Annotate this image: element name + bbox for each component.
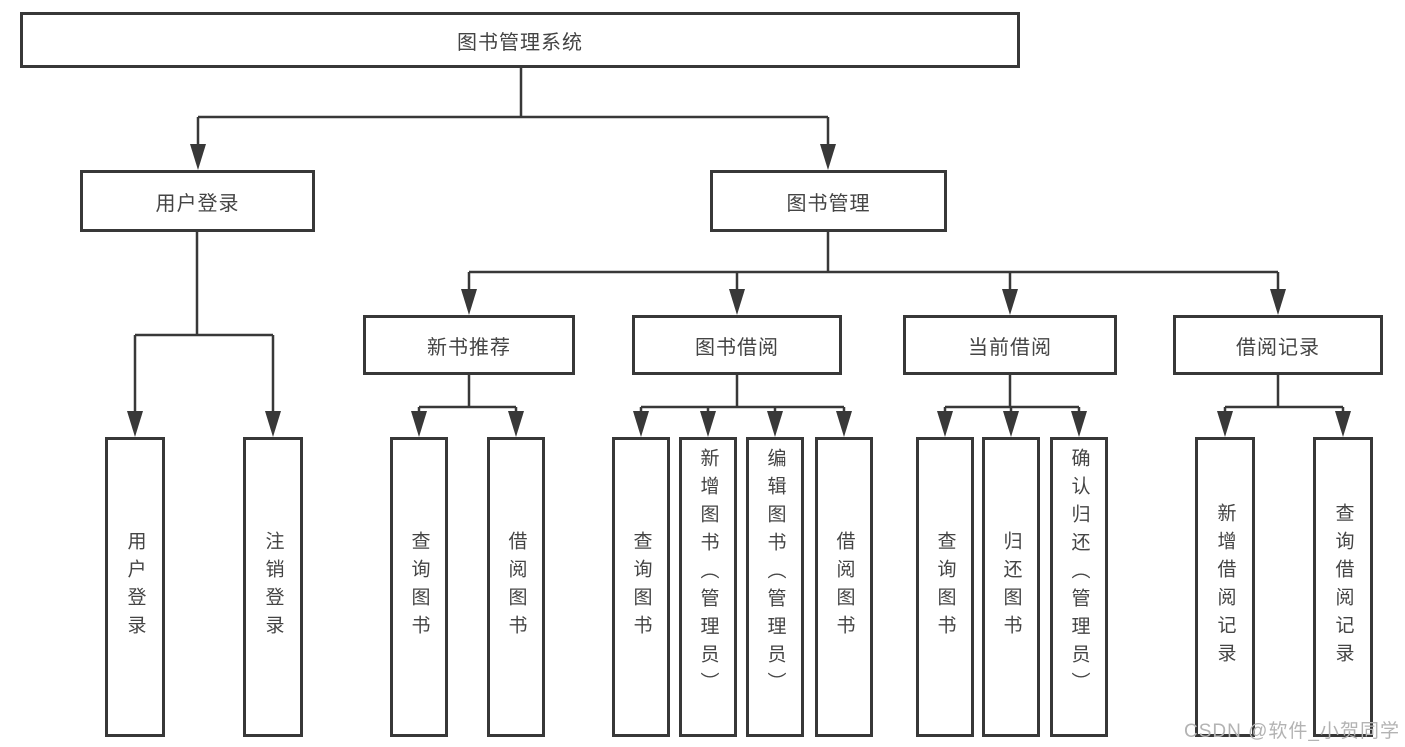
node-book-borrow: 图书借阅	[632, 315, 842, 375]
node-new-book-recommend: 新书推荐	[363, 315, 575, 375]
leaf-newbooks-query-books: 查询图书	[390, 437, 448, 737]
leaf-current-return-books-label: 归还图书	[1000, 531, 1022, 643]
leaf-records-add-record: 新增借阅记录	[1195, 437, 1255, 737]
leaf-borrow-add-books-admin: 新增图书（管理员）	[679, 437, 737, 737]
leaf-current-query-books: 查询图书	[916, 437, 974, 737]
leaf-newbooks-query-books-label: 查询图书	[408, 531, 430, 643]
leaf-current-confirm-return-admin: 确认归还（管理员）	[1050, 437, 1108, 737]
leaf-borrow-edit-books-admin: 编辑图书（管理员）	[746, 437, 804, 737]
node-current-borrow: 当前借阅	[903, 315, 1117, 375]
leaf-records-add-record-label: 新增借阅记录	[1214, 503, 1236, 671]
node-root-label: 图书管理系统	[457, 31, 583, 54]
leaf-borrow-query-books: 查询图书	[612, 437, 670, 737]
node-new-book-recommend-label: 新书推荐	[427, 336, 511, 359]
leaf-borrow-edit-books-admin-label: 编辑图书（管理员）	[764, 448, 786, 700]
csdn-watermark: CSDN @软件_小贺同学	[1184, 721, 1400, 742]
leaf-newbooks-borrow-books: 借阅图书	[487, 437, 545, 737]
leaf-current-query-books-label: 查询图书	[934, 531, 956, 643]
node-book-management-label: 图书管理	[786, 192, 871, 215]
node-root: 图书管理系统	[20, 12, 1020, 68]
node-borrow-records-label: 借阅记录	[1236, 336, 1320, 359]
node-book-management: 图书管理	[710, 170, 947, 232]
leaf-user-login-label: 用户登录	[124, 531, 146, 643]
leaf-borrow-borrow-books: 借阅图书	[815, 437, 873, 737]
leaf-current-confirm-return-admin-label: 确认归还（管理员）	[1068, 448, 1090, 700]
node-current-borrow-label: 当前借阅	[968, 336, 1052, 359]
node-borrow-records: 借阅记录	[1173, 315, 1383, 375]
node-book-borrow-label: 图书借阅	[695, 336, 779, 359]
leaf-logout-label: 注销登录	[262, 531, 284, 643]
leaf-user-login: 用户登录	[105, 437, 165, 737]
leaf-records-query-record: 查询借阅记录	[1313, 437, 1373, 737]
node-user-login-label: 用户登录	[155, 192, 240, 215]
leaf-borrow-add-books-admin-label: 新增图书（管理员）	[697, 448, 719, 700]
leaf-borrow-borrow-books-label: 借阅图书	[833, 531, 855, 643]
leaf-logout: 注销登录	[243, 437, 303, 737]
leaf-records-query-record-label: 查询借阅记录	[1332, 503, 1354, 671]
leaf-newbooks-borrow-books-label: 借阅图书	[505, 531, 527, 643]
leaf-borrow-query-books-label: 查询图书	[630, 531, 652, 643]
node-user-login: 用户登录	[80, 170, 315, 232]
leaf-current-return-books: 归还图书	[982, 437, 1040, 737]
